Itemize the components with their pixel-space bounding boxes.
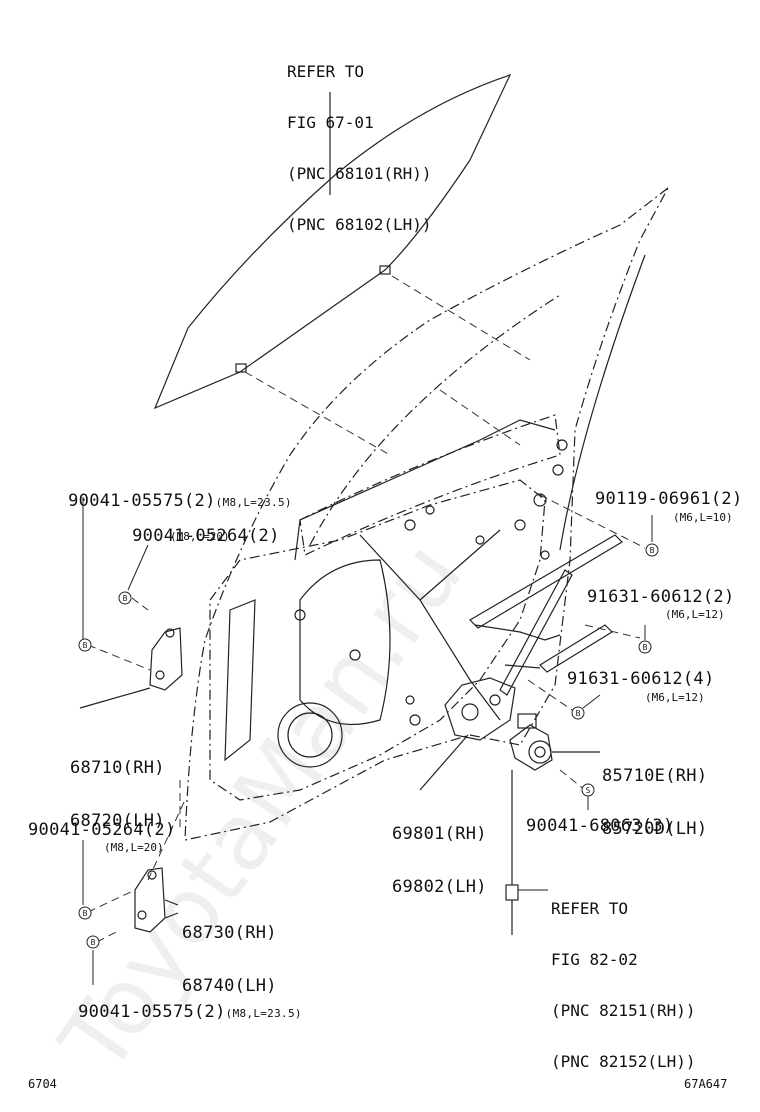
window-regulator-label: 69801(RH) 69802(LH) <box>392 791 487 931</box>
callout-line: FIG 67-01 <box>287 113 374 132</box>
callout-line: REFER TO <box>287 62 365 81</box>
part-number: 69801(RH) <box>392 824 487 844</box>
bolt-upper-hinge-long-label: 90041-05575(2)(M8,L=23.5) <box>26 476 292 527</box>
lower-hinge-label: 68730(RH) 68740(LH) <box>182 890 277 1030</box>
regulator-rail-lower <box>539 624 613 673</box>
screw-marker-letter: S <box>586 786 591 795</box>
part-number: 90041-05575(2) <box>78 1002 226 1022</box>
bolt-regulator-upper-spec: (M6,L=10) <box>673 511 733 524</box>
upper-hinge <box>149 627 183 691</box>
callout-line: (PNC 68101(RH)) <box>287 164 432 183</box>
bolt-marker <box>645 543 659 557</box>
bolt-marker <box>638 640 652 654</box>
window-motor-label: 85710E(RH) 85720D(LH) <box>602 733 707 873</box>
nut-regulator-b-spec: (M6,L=12) <box>645 691 705 704</box>
lower-hinge <box>134 867 166 933</box>
callout-line: FIG 82-02 <box>551 950 638 969</box>
callout-line: (PNC 82151(RH)) <box>551 1001 696 1020</box>
screw-marker <box>581 783 595 797</box>
part-number: 90041-05575(2) <box>68 491 216 511</box>
bolt-marker-letter: B <box>650 546 655 555</box>
nut-regulator-a-spec: (M6,L=12) <box>665 608 725 621</box>
bolt-marker-letter: B <box>91 938 96 947</box>
regulator-arm <box>499 569 573 696</box>
glass-clip-upper <box>379 265 391 275</box>
bolt-marker <box>78 906 92 920</box>
footer-figure-number: 6704 <box>28 1077 57 1091</box>
bolt-marker <box>118 591 132 605</box>
part-number: 85710E(RH) <box>602 766 708 786</box>
callout-line: REFER TO <box>551 899 629 918</box>
regulator-rail-upper <box>469 534 623 629</box>
regulator-body <box>444 677 516 741</box>
nut-regulator-a-label: 91631-60612(2) <box>587 587 735 607</box>
bolt-marker <box>86 935 100 949</box>
glass-reference-callout: REFER TO FIG 67-01 (PNC 68101(RH)) (PNC … <box>287 30 432 266</box>
part-number: 68710(RH) <box>70 758 165 778</box>
bolt-upper-hinge-short-label: 90041-05264(2) <box>90 511 280 562</box>
window-motor <box>509 724 553 771</box>
door-glass <box>153 73 512 410</box>
nut-regulator-b-label: 91631-60612(4) <box>567 669 715 689</box>
bolt-marker-letter: B <box>83 909 88 918</box>
part-number: 85720D(LH) <box>602 819 708 839</box>
callout-line: (PNC 68102(LH)) <box>287 215 432 234</box>
bolt-lower-hinge-long-label: 90041-05575(2)(M8,L=23.5) <box>36 987 302 1038</box>
inner-panel <box>209 479 546 801</box>
motor-reference-callout: REFER TO FIG 82-02 (PNC 82151(RH)) (PNC … <box>551 867 696 1103</box>
footer-drawing-code: 67A647 <box>684 1077 728 1091</box>
bolt-regulator-upper-label: 90119-06961(2) <box>595 489 743 509</box>
part-number: 68730(RH) <box>182 923 277 943</box>
upper-hinge-label: 68710(RH) 68720(LH) <box>70 725 165 865</box>
part-number: 69802(LH) <box>392 877 487 897</box>
bolt-lower-hinge-short-label: 90041-05264(2) <box>28 820 176 840</box>
glass-clip-lower <box>235 363 247 373</box>
door-frame <box>184 187 669 841</box>
screw-motor-label: 90041-68063(3) <box>526 816 674 836</box>
part-spec: (M8,L=23.5) <box>215 496 292 509</box>
bolt-lower-hinge-short-spec: (M8,L=20) <box>104 841 164 854</box>
bolt-marker-letter: B <box>123 594 128 603</box>
bolt-marker-letter: B <box>576 709 581 718</box>
bolt-marker-letter: B <box>83 641 88 650</box>
part-number: 68720(LH) <box>70 811 165 831</box>
callout-line: (PNC 82152(LH)) <box>551 1052 696 1071</box>
motor-connector <box>505 884 519 901</box>
bolt-marker <box>78 638 92 652</box>
part-spec: (M8,L=23.5) <box>225 1007 302 1020</box>
bolt-marker <box>571 706 585 720</box>
part-number: 90041-05264(2) <box>132 526 280 546</box>
bolt-upper-hinge-short-spec: (M8,L=20) <box>170 530 230 543</box>
bolt-marker-letter: B <box>643 643 648 652</box>
part-number: 68740(LH) <box>182 976 277 996</box>
